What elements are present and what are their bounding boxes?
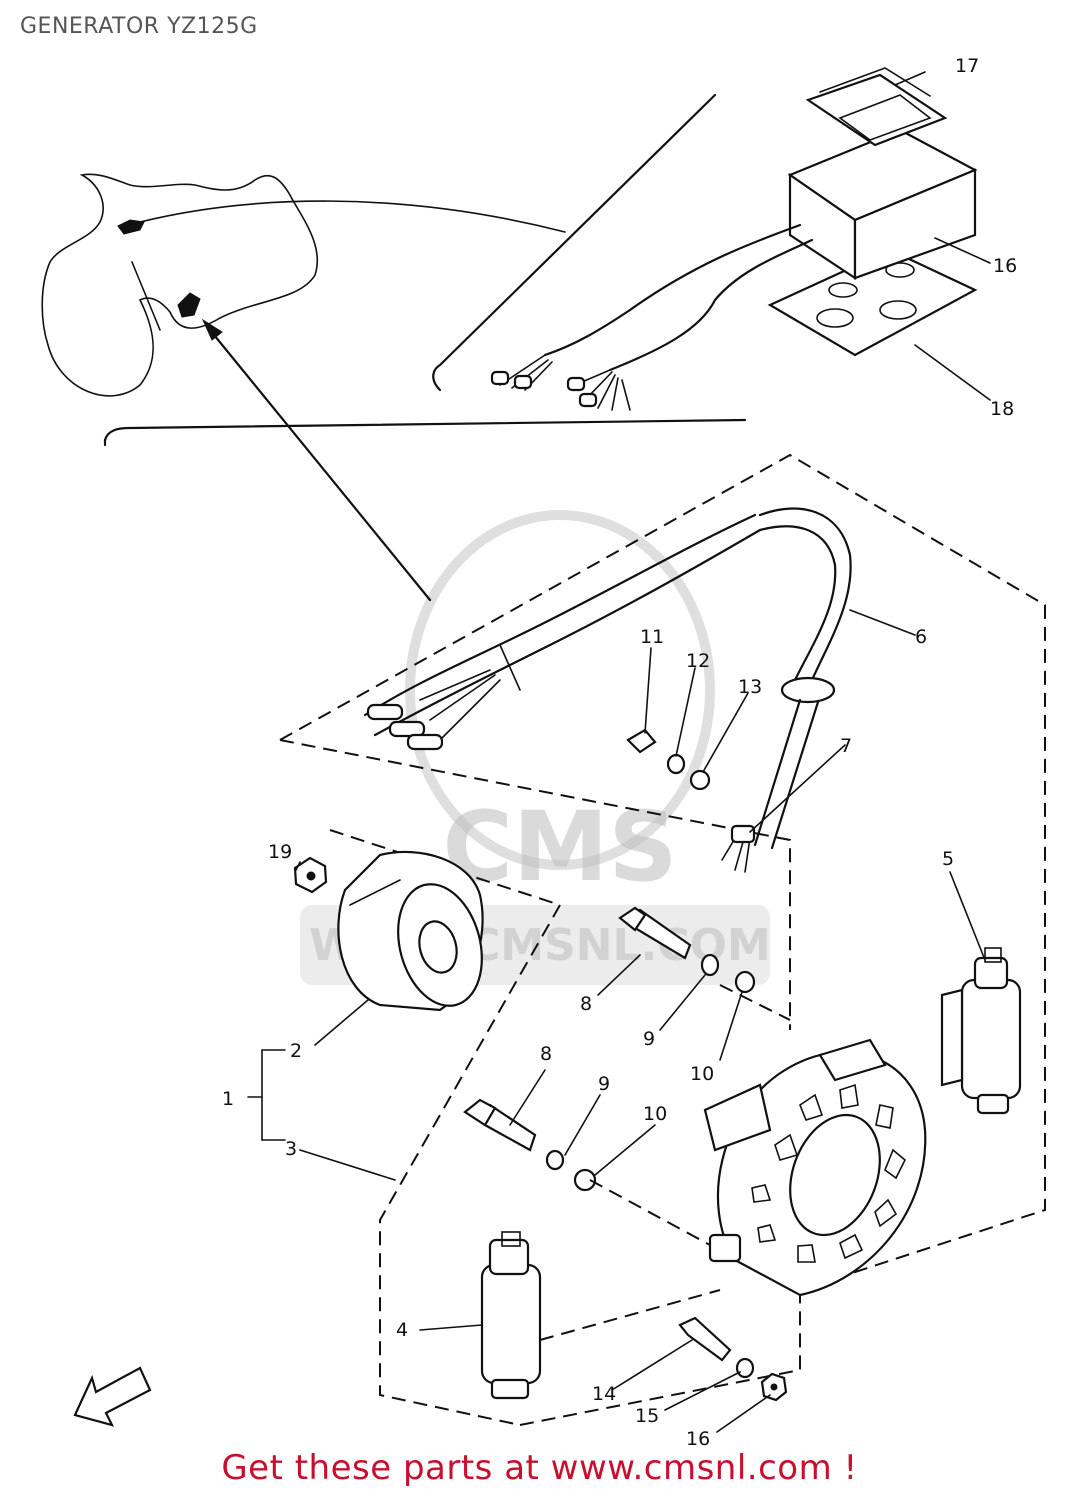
section-border-line [103,418,747,442]
callout-17: 19 [268,841,292,863]
callout-4: 4 [396,1319,408,1341]
callout-9-lower: 9 [598,1073,610,1095]
motorcycle-outline [41,173,318,397]
callout-15: 15 [635,1405,659,1427]
stator-base-plate [703,1038,927,1297]
callout-8-upper: 8 [580,993,592,1015]
bike-to-cdi-wire [139,200,566,233]
flywheel-nut [293,856,328,894]
callout-20: 18 [990,398,1014,420]
callout-10-upper: 10 [690,1063,714,1085]
callout-14: 14 [592,1383,616,1405]
callout-9-upper: 9 [643,1028,655,1050]
cdi-unit-group [432,67,978,411]
source-coil [480,1231,542,1400]
callout-11: 11 [640,626,664,648]
callout-numbers: 17 16 18 6 7 5 11 12 13 19 2 1 3 8 9 10 … [222,55,1017,1450]
callout-12: 12 [686,650,710,672]
page-title: GENERATOR YZ125G [20,14,258,39]
flywheel-rotor [337,850,484,1012]
stator-harness [363,507,852,873]
callout-6: 6 [915,626,927,648]
callout-16: 16 [686,1428,710,1450]
pulser-coil [940,947,1022,1115]
callout-13: 13 [738,676,762,698]
callout-10-lower: 10 [643,1103,667,1125]
location-arrow [201,318,432,602]
callout-19: 17 [955,55,979,77]
callout-8-lower: 8 [540,1043,552,1065]
hardware-fasteners [463,728,791,1402]
callout-3: 3 [285,1138,297,1160]
callout-5: 5 [942,848,954,870]
callout-18: 16 [993,255,1017,277]
callout-leader-lines [247,71,991,1433]
callout-7: 7 [840,735,852,757]
footer-link-banner[interactable]: Get these parts at www.cmsnl.com ! [221,1448,858,1488]
callout-1: 1 [222,1088,234,1110]
fwd-direction-arrow [73,1366,152,1427]
callout-2: 2 [290,1040,302,1062]
